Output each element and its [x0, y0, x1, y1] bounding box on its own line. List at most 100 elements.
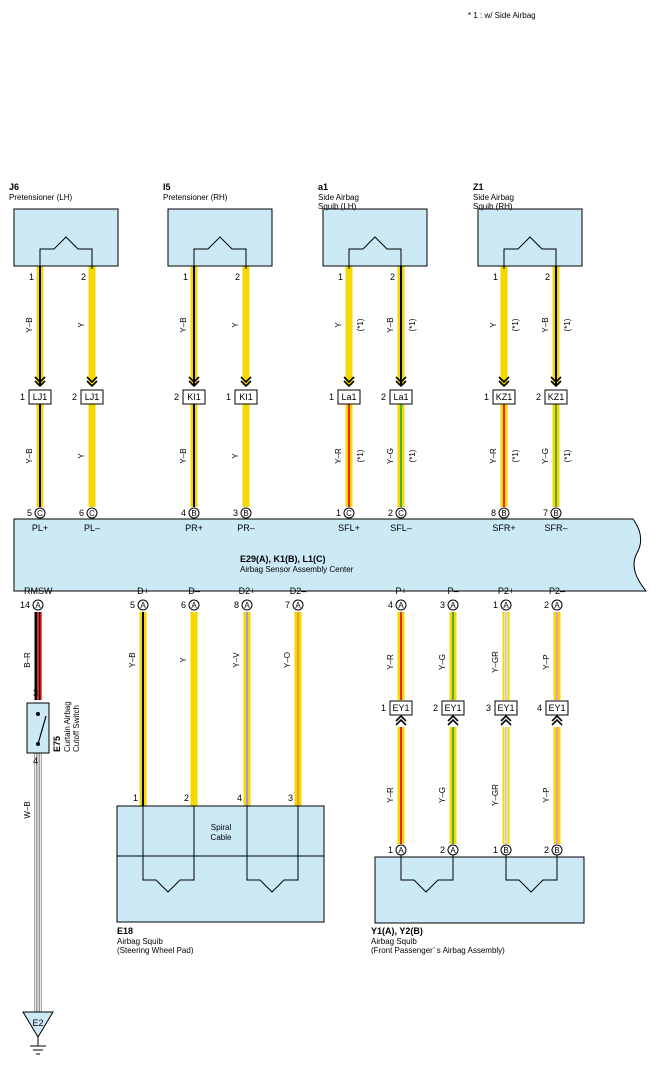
component-z1-pin-2-wire2-label: Y–G [541, 448, 550, 464]
ground-triangle [22, 1011, 54, 1038]
component-a1-pin-2-num: 2 [390, 272, 395, 282]
component-i5-pin-1-num: 1 [183, 272, 188, 282]
side-airbag-note: * 1 : w/ Side Airbag [468, 11, 536, 20]
ecu-signal-6-pin-num: 4 [388, 600, 393, 610]
component-i5-pin-1-wire2-label: Y–B [179, 448, 188, 463]
component-z1-pin-1-arrow-2 [498, 380, 510, 388]
spiral-cable-box [116, 805, 325, 857]
switch-contact-top [36, 712, 40, 716]
ecu-signal-3-pin [188, 599, 200, 611]
ground-label: E2 [32, 1018, 43, 1028]
ecu-signal-6-arrow [395, 718, 407, 726]
component-z1-pin-2-note: (*1) [563, 318, 572, 331]
ecu-signal-2-pin-num: 5 [130, 600, 135, 610]
passenger-squib-name-1: Airbag Squib [371, 937, 417, 946]
component-i5-pin-1-ecu-pin [188, 507, 200, 519]
component-z1-squib-symbol [503, 236, 557, 269]
steering-squib-box [116, 855, 325, 923]
component-a1-name: Side Airbag [318, 193, 359, 202]
component-j6-pin-1-ecu-pin [34, 507, 46, 519]
ecu-signal-4-pin-num: 8 [234, 600, 239, 610]
passenger-squib-name-2: (Front Passenger’ s Airbag Assembly) [371, 946, 505, 955]
ecu-signal-6-wire2-label: Y–R [386, 787, 395, 803]
switch-name-2: Cutoff Switch [72, 705, 81, 752]
switch-box [26, 702, 50, 754]
steering-squib-name-1: Airbag Squib [117, 937, 163, 946]
ecu-signal-8-dest-pin-letter: B [503, 846, 508, 855]
component-j6-pin-1-wire2-label: Y–B [25, 448, 34, 463]
ecu-signal-6-arrow-2 [395, 714, 407, 722]
component-a1-pin-1-ecu-pin-letter: C [346, 509, 352, 518]
ecu-signal-9-pin-letter: A [554, 601, 560, 610]
component-a1-pin-2-ecu-pin [395, 507, 407, 519]
ecu-signal-4-dest-pin: 4 [237, 793, 242, 803]
component-a1-pin-2-arrow-2 [395, 380, 407, 388]
component-z1-pin-1-wire-label: Y [489, 322, 498, 328]
component-a1-pin-2-wire-label: Y–B [386, 317, 395, 332]
component-j6-pin-1-ecu-pin-letter: C [37, 509, 43, 518]
component-j6-pin-1-connector-label: LJ1 [33, 392, 48, 402]
ecu-signal-3-pin-letter: A [191, 601, 197, 610]
ecu-signal-3-pin-num: 6 [181, 600, 186, 610]
ecu-signal-9-connector-pin: 4 [537, 703, 542, 713]
component-z1-name: Squib (RH) [473, 202, 513, 211]
component-a1-pin-2-connector-label: La1 [393, 392, 408, 402]
ecu-signal-2-label: D+ [137, 586, 149, 596]
component-z1-pin-1-connector [492, 389, 516, 405]
component-i5-pin-1-connector-pin: 2 [174, 392, 179, 402]
ecu-signal-8-arrow [500, 718, 512, 726]
component-a1-pin-2-ecu-pin-letter: C [398, 509, 404, 518]
ecu-signal-3-wire-label: Y [179, 657, 188, 663]
component-j6-pin-2-arrow [86, 376, 98, 384]
component-a1-pin-2-connector-pin: 2 [381, 392, 386, 402]
component-a1-pin-1-arrow-2 [343, 380, 355, 388]
ecu-signal-8-label: P2+ [498, 586, 514, 596]
spiral-label-2: Cable [211, 833, 232, 842]
ecu-signal-9-wire-label: Y–P [542, 654, 551, 669]
ecu-signal-7-arrow-2 [447, 714, 459, 722]
component-j6-pin-1-ecu-pin-num: 5 [27, 508, 32, 518]
component-j6-pin-1-arrow [34, 376, 46, 384]
component-z1-pin-1-ecu-pin [498, 507, 510, 519]
ecu-signal-7-pin [447, 599, 459, 611]
ecu-signal-7-dest-pin-letter: A [450, 846, 456, 855]
ecu-signal-9-pin [551, 599, 563, 611]
component-a1-pin-2-note: (*1) [408, 318, 417, 331]
component-a1-pin-1-wire-label: Y [334, 322, 343, 328]
component-z1-pin-2-note2: (*1) [563, 449, 572, 462]
component-a1-name: Squib (LH) [318, 202, 357, 211]
component-i5-pin-2-connector [234, 389, 258, 405]
component-a1-pin-1-connector-label: La1 [341, 392, 356, 402]
ecu-signal-7-connector-pin: 2 [433, 703, 438, 713]
ecu-signal-8-pin-num: 1 [493, 600, 498, 610]
component-a1-pin-2-ecu-pin-num: 2 [388, 508, 393, 518]
component-a1-pin-1-note2: (*1) [356, 449, 365, 462]
component-j6-pin-2-wire2-label: Y [77, 453, 86, 459]
component-i5-pin-1-connector-label: KI1 [187, 392, 201, 402]
component-i5-pin-2-ecu-pin-letter: B [243, 509, 248, 518]
ecu-signal-6-dest-pin-letter: A [398, 846, 404, 855]
passenger-squib-symbol-1 [400, 855, 454, 893]
ecu-signal-9-arrow-2 [551, 714, 563, 722]
component-i5-pin-1-wire-label: Y–B [179, 317, 188, 332]
ground-wire-label: W–B [23, 801, 32, 818]
switch-code: E75 [52, 736, 62, 752]
component-j6-pin-1-wire-label: Y–B [25, 317, 34, 332]
component-a1-pin-2-wire2-label: Y–G [386, 448, 395, 464]
ecu-signal-2-wire-label: Y–B [128, 652, 137, 667]
ecu-signal-3-label: D– [188, 586, 200, 596]
ecu-signal-9-arrow [551, 718, 563, 726]
ecu-signal-6-wire-label: Y–R [386, 654, 395, 670]
ecu-box [13, 518, 648, 592]
ecu-signal-5-pin-num: 7 [285, 600, 290, 610]
ecu-signal-8-pin [500, 599, 512, 611]
ecu-code: E29(A), K1(B), L1(C) [240, 554, 326, 564]
components-layer [13, 208, 648, 1055]
component-i5-squib-symbol [193, 236, 247, 269]
ecu-signal-1-pin-letter: A [35, 601, 41, 610]
component-z1-pin-1-note2: (*1) [511, 449, 520, 462]
component-z1-pin-2-connector [544, 389, 568, 405]
component-i5-pin-2-connector-pin: 1 [226, 392, 231, 402]
ecu-name: Airbag Sensor Assembly Center [240, 565, 354, 574]
ecu-signal-6-pin [395, 599, 407, 611]
